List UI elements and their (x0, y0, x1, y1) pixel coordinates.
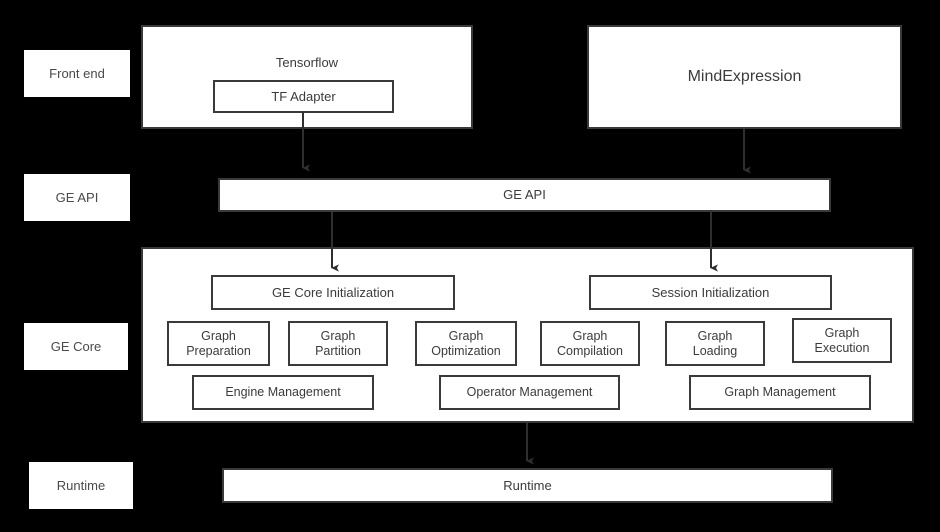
graph-execution-label: Graph Execution (814, 325, 870, 355)
graph-execution-node[interactable]: Graph Execution (792, 318, 892, 363)
mindexpression-label: MindExpression (687, 67, 802, 85)
tensorflow-group[interactable]: Tensorflow (141, 25, 473, 129)
ge-api-bar-label: GE API (503, 187, 546, 203)
runtime-bar-label: Runtime (503, 477, 552, 493)
session-initialization-label: Session Initialization (651, 284, 770, 300)
tf-adapter-label: TF Adapter (271, 88, 336, 104)
ge-core-initialization-node[interactable]: GE Core Initialization (211, 275, 455, 310)
graph-compilation-node[interactable]: Graph Compilation (540, 321, 640, 366)
layer-label-text: Front end (49, 65, 105, 81)
graph-partition-label: Graph Partition (315, 328, 361, 358)
engine-management-label: Engine Management (225, 385, 341, 400)
layer-label-front-end: Front end (24, 50, 130, 97)
operator-management-node[interactable]: Operator Management (439, 375, 620, 410)
graph-optimization-label: Graph Optimization (431, 328, 501, 358)
engine-management-node[interactable]: Engine Management (192, 375, 374, 410)
ge-api-bar[interactable]: GE API (218, 178, 831, 212)
layer-label-ge-api: GE API (24, 174, 130, 221)
layer-label-runtime: Runtime (29, 462, 133, 509)
graph-preparation-label: Graph Preparation (186, 328, 251, 358)
graph-preparation-node[interactable]: Graph Preparation (167, 321, 270, 366)
tf-adapter-node[interactable]: TF Adapter (213, 80, 394, 113)
graph-optimization-node[interactable]: Graph Optimization (415, 321, 517, 366)
mindexpression-group[interactable]: MindExpression (587, 25, 902, 129)
graph-management-label: Graph Management (724, 385, 836, 400)
graph-partition-node[interactable]: Graph Partition (288, 321, 388, 366)
tensorflow-title: Tensorflow (275, 55, 339, 70)
session-initialization-node[interactable]: Session Initialization (589, 275, 832, 310)
layer-label-text: GE Core (50, 338, 102, 354)
layer-label-text: GE API (55, 189, 99, 205)
graph-compilation-label: Graph Compilation (556, 328, 623, 358)
layer-label-ge-core: GE Core (24, 323, 128, 370)
graph-loading-node[interactable]: Graph Loading (665, 321, 765, 366)
runtime-bar[interactable]: Runtime (222, 468, 833, 503)
ge-core-initialization-label: GE Core Initialization (271, 284, 395, 300)
layer-label-text: Runtime (56, 477, 106, 493)
graph-loading-label: Graph Loading (692, 328, 738, 358)
operator-management-label: Operator Management (466, 385, 593, 400)
graph-management-node[interactable]: Graph Management (689, 375, 871, 410)
